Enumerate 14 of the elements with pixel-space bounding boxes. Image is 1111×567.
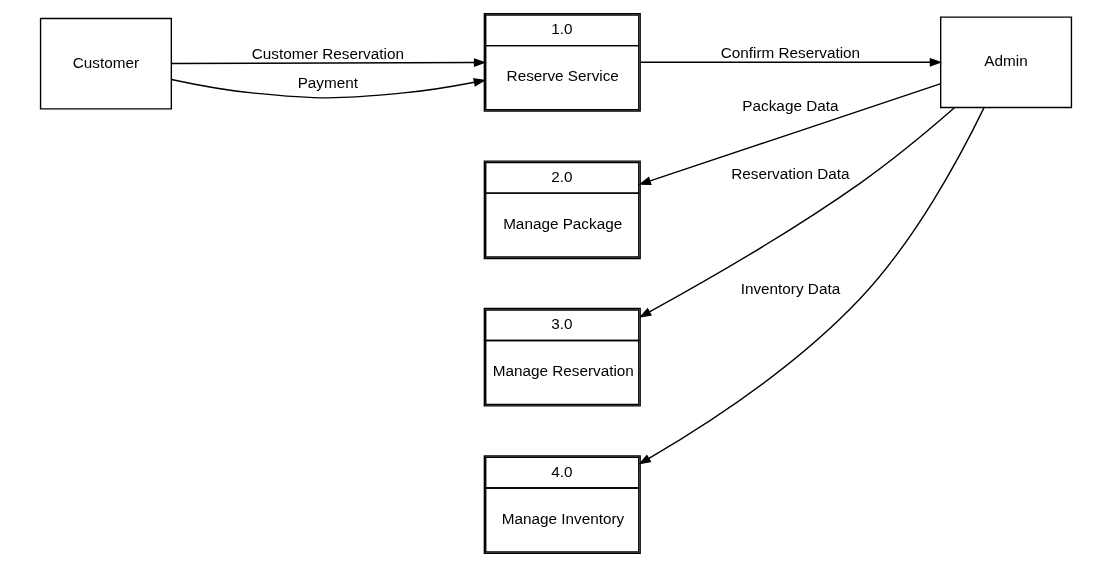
node-box: Admin (939, 16, 1072, 109)
arrow (170, 78, 486, 99)
node-box: Customer (39, 17, 172, 110)
arrow (638, 106, 955, 318)
edge-label: Customer Reservation (251, 45, 404, 63)
arrow (170, 58, 486, 67)
edge-label: Payment (297, 74, 358, 92)
arrow (637, 83, 941, 185)
edge-label: Package Data (741, 96, 838, 114)
arrow (637, 107, 985, 465)
edge-label: Confirm Reservation (720, 43, 860, 61)
edge-label: Reservation Data (730, 164, 850, 182)
edge-label: Inventory Data (740, 280, 840, 298)
arrow (639, 57, 942, 67)
